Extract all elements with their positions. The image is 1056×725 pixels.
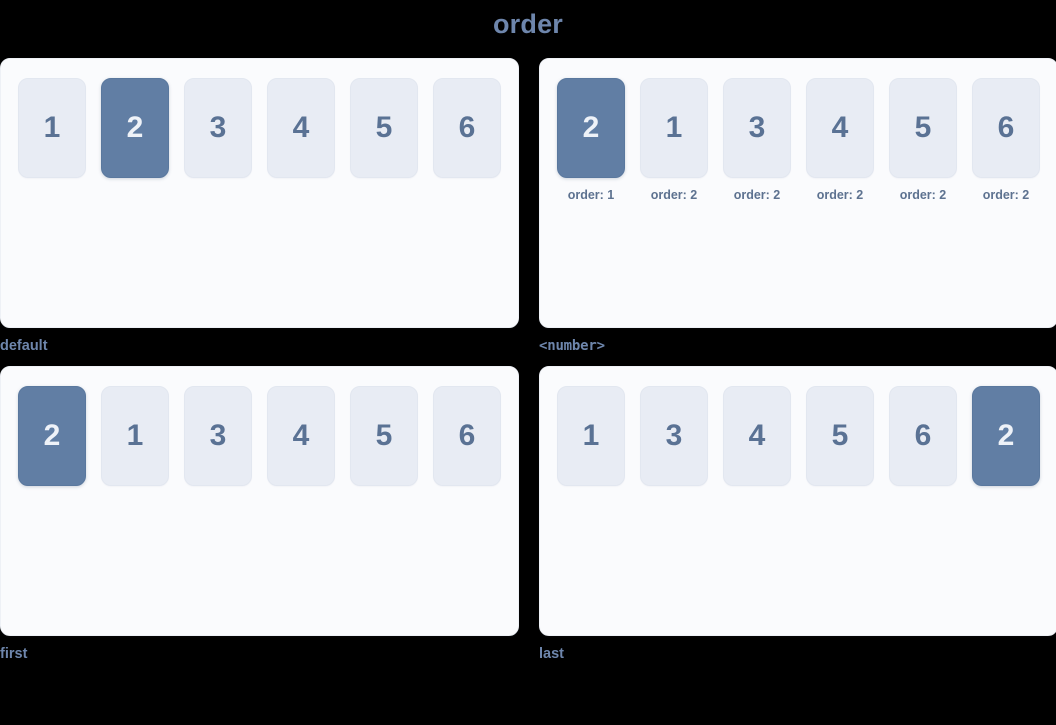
flex-item-order-note: order: 2 (899, 188, 947, 202)
panel-caption-number: <number> (539, 338, 605, 354)
flex-item-box[interactable]: 5 (889, 78, 957, 178)
page-title: order (492, 9, 564, 39)
panel-caption-last: last (539, 646, 564, 662)
flex-item: 1 (101, 386, 169, 486)
flex-item-box[interactable]: 5 (806, 386, 874, 486)
flex-item-box-highlighted[interactable]: 2 (972, 386, 1040, 486)
flex-item: 3 (640, 386, 708, 486)
flex-item: 6 (433, 78, 501, 178)
flex-item-box[interactable]: 4 (723, 386, 791, 486)
flex-item-box[interactable]: 3 (640, 386, 708, 486)
panel-caption-first: first (0, 646, 28, 662)
flex-item-box[interactable]: 6 (433, 386, 501, 486)
flex-item-order-note: order: 2 (733, 188, 781, 202)
flex-item: 3 (184, 386, 252, 486)
flex-item-order-note: order: 2 (816, 188, 864, 202)
flex-item: 4 (723, 386, 791, 486)
flex-item: 3 (184, 78, 252, 178)
flex-item-box[interactable]: 4 (267, 78, 335, 178)
flex-item-box[interactable]: 6 (889, 386, 957, 486)
flex-item: 1 order: 2 (640, 78, 708, 202)
flex-item: 6 (889, 386, 957, 486)
flex-item-box[interactable]: 3 (184, 386, 252, 486)
flex-item: 4 (267, 386, 335, 486)
flex-item-box[interactable]: 5 (350, 78, 418, 178)
flex-item-box[interactable]: 4 (806, 78, 874, 178)
flex-item-box-highlighted[interactable]: 2 (18, 386, 86, 486)
flex-item: 5 order: 2 (889, 78, 957, 202)
panel-number: 2 order: 1 1 order: 2 3 order: 2 4 order: 2 5 ord… (539, 58, 1056, 328)
flex-item: 2 order: 1 (557, 78, 625, 202)
flex-item-box[interactable]: 1 (101, 386, 169, 486)
flex-item: 2 (972, 386, 1040, 486)
flex-item: 6 (433, 386, 501, 486)
flex-item-box[interactable]: 1 (640, 78, 708, 178)
flex-item: 2 (101, 78, 169, 178)
flex-item-box-highlighted[interactable]: 2 (101, 78, 169, 178)
demo-cell-number: 2 order: 1 1 order: 2 3 order: 2 4 order: 2 5 ord… (539, 58, 1056, 365)
flex-item-order-note: order: 1 (567, 188, 615, 202)
flex-item: 5 (806, 386, 874, 486)
flex-item-box[interactable]: 6 (433, 78, 501, 178)
flex-item-box[interactable]: 1 (557, 386, 625, 486)
flex-item: 6 order: 2 (972, 78, 1040, 202)
flex-item: 4 order: 2 (806, 78, 874, 202)
flex-item: 2 (18, 386, 86, 486)
flex-item-box[interactable]: 4 (267, 386, 335, 486)
flex-item: 1 (18, 78, 86, 178)
flex-item-order-note: order: 2 (982, 188, 1030, 202)
panel-caption-default: default (0, 338, 48, 354)
flex-item-box[interactable]: 3 (723, 78, 791, 178)
flex-item-box-highlighted[interactable]: 2 (557, 78, 625, 178)
flex-item-order-note: order: 2 (650, 188, 698, 202)
flex-item-box[interactable]: 6 (972, 78, 1040, 178)
flex-item: 5 (350, 78, 418, 178)
item-list-number: 2 order: 1 1 order: 2 3 order: 2 4 order: 2 5 ord… (540, 59, 1056, 202)
flex-item: 5 (350, 386, 418, 486)
flex-item-box[interactable]: 3 (184, 78, 252, 178)
flex-item: 3 order: 2 (723, 78, 791, 202)
flex-item-box[interactable]: 1 (18, 78, 86, 178)
flex-item: 4 (267, 78, 335, 178)
flex-item-box[interactable]: 5 (350, 386, 418, 486)
flex-item: 1 (557, 386, 625, 486)
